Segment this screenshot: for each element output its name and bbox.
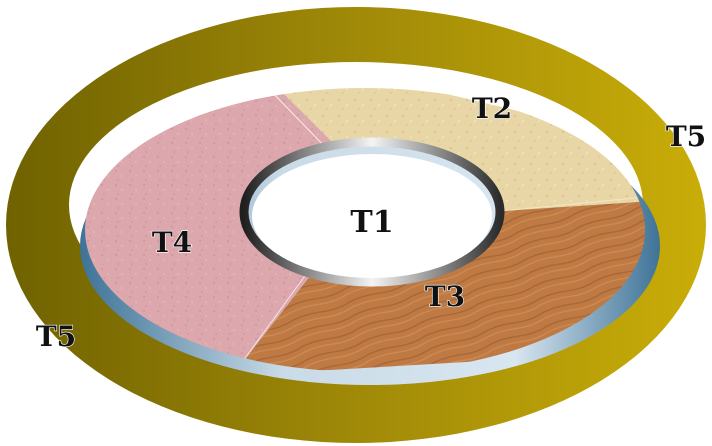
- label-t1: T1: [350, 205, 393, 240]
- label-t5-right: T5: [666, 120, 706, 153]
- label-t2: T2: [472, 92, 512, 125]
- label-t4: T4: [152, 226, 192, 259]
- label-t5-left: T5: [36, 320, 76, 353]
- label-t3: T3: [425, 280, 465, 313]
